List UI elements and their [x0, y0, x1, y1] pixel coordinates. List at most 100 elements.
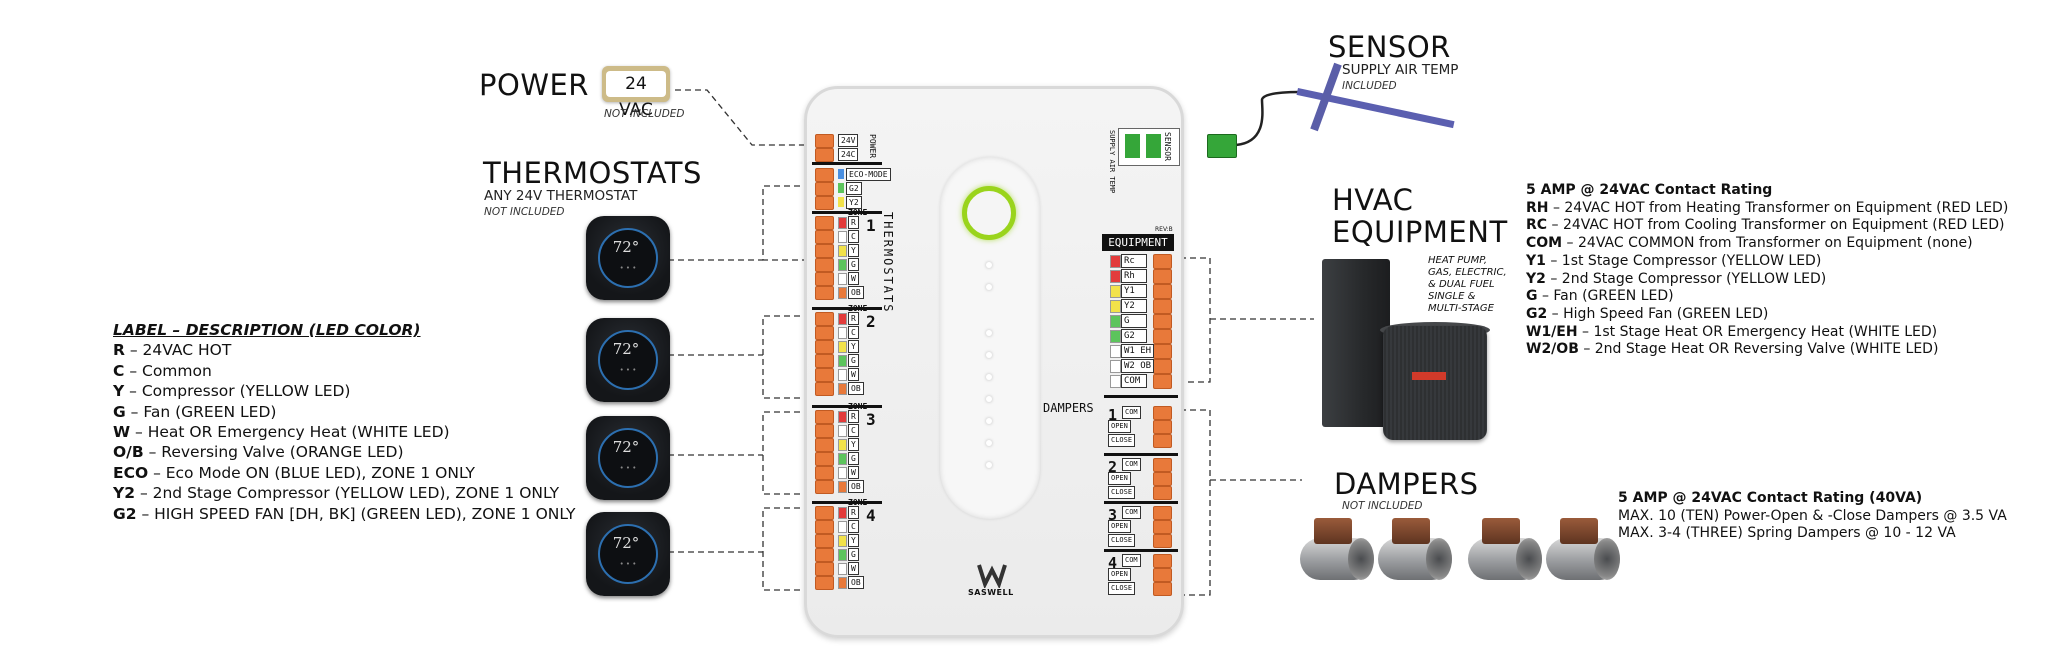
dampers-title: DAMPERS [1334, 467, 1479, 501]
equipment-terminal [1153, 314, 1172, 329]
equipment-terminal [1153, 269, 1172, 284]
damper-zone-number: 1 [1108, 406, 1118, 424]
legend-row-key: G2 [113, 504, 137, 523]
equipment-terminal-label: Y1 [1121, 284, 1147, 298]
zone-terminal-label: W [848, 272, 859, 285]
status-ring-led [962, 186, 1016, 240]
board-brand: SASWELL [968, 588, 1014, 597]
zone-terminal [815, 216, 834, 230]
damper-terminal [1153, 520, 1172, 534]
legend-row: Y2 – 2nd Stage Compressor (YELLOW LED), … [113, 483, 575, 503]
zone-terminal [815, 258, 834, 272]
sensor-board-label2: SENSOR [1163, 132, 1172, 161]
hvac-spec-row: W1/EH – 1st Stage Heat OR Emergency Heat… [1526, 324, 2008, 342]
hvac-spec-row-key: RC [1526, 217, 1548, 234]
hvac-spec-row-key: RH [1526, 199, 1549, 216]
equipment-terminal-label: Rc [1121, 254, 1147, 268]
damper-terminal-label: COM [1122, 458, 1141, 471]
hvac-title-line2: EQUIPMENT [1332, 215, 1508, 249]
zone-terminal [815, 286, 834, 300]
damper-terminal-label: CLOSE [1108, 486, 1136, 499]
zone-led [838, 327, 847, 339]
hvac-spec-row-text: – High Speed Fan (GREEN LED) [1547, 305, 1769, 322]
zone-led [838, 355, 847, 367]
damper-terminal-label: COM [1122, 554, 1141, 567]
equipment-rev-tag: REV:B [1155, 226, 1173, 233]
zone-terminal [815, 368, 834, 382]
status-led [986, 396, 992, 402]
damper-specs: 5 AMP @ 24VAC Contact Rating (40VA)MAX. … [1618, 490, 2007, 543]
hvac-spec-row-key: G [1526, 288, 1538, 305]
eco-led [838, 197, 844, 207]
hvac-title-line1: HVAC [1332, 183, 1414, 217]
zone-led [838, 549, 847, 561]
zone-terminal-label: C [848, 424, 859, 437]
legend-row: ECO – Eco Mode ON (BLUE LED), ZONE 1 ONL… [113, 463, 575, 483]
legend-row-key: W [113, 423, 131, 442]
hvac-spec-row-key: W1/EH [1526, 323, 1578, 340]
hvac-spec-row-text: – 24VAC HOT from Heating Transformer on … [1548, 199, 2009, 216]
thermostat-temp: 72° [612, 238, 640, 256]
zone-terminal [815, 452, 834, 466]
zone-terminal-label: R [848, 216, 859, 229]
damper-terminal-label: OPEN [1108, 420, 1131, 433]
hvac-title: HVAC EQUIPMENT [1332, 184, 1508, 248]
damper-image [1300, 518, 1374, 580]
hvac-spec-row-key: G2 [1526, 305, 1548, 322]
eco-terminal [815, 182, 834, 196]
legend-row-text: – Common [124, 361, 212, 380]
zone-terminal [815, 506, 834, 520]
hvac-desc-line: & DUAL FUEL [1428, 279, 1495, 290]
zone-led [838, 313, 847, 325]
zone-terminal [815, 562, 834, 576]
equipment-terminal [1153, 374, 1172, 389]
equipment-terminal [1153, 284, 1172, 299]
hvac-spec-row-key: Y2 [1526, 270, 1546, 287]
equipment-terminal-label: W1 EH [1121, 344, 1155, 358]
equipment-led [1110, 360, 1121, 373]
zone-terminal-label: C [848, 520, 859, 533]
power-terminal-label: 24V [838, 134, 859, 147]
hvac-desc-line: MULTI-STAGE [1428, 303, 1494, 314]
power-title: POWER [479, 68, 589, 102]
legend-row-text: – Fan (GREEN LED) [125, 402, 277, 421]
hvac-spec-row-text: – Fan (GREEN LED) [1537, 288, 1674, 305]
damper-image [1378, 518, 1452, 580]
zone-number: 1 [866, 216, 876, 235]
zone-led [838, 439, 847, 451]
dampers-board-label: DAMPERS [1043, 401, 1094, 415]
damper-terminal [1153, 554, 1172, 568]
hvac-spec-row: RC – 24VAC HOT from Cooling Transformer … [1526, 217, 2008, 235]
hvac-spec-row: COM – 24VAC COMMON from Transformer on E… [1526, 235, 2008, 253]
thermostat-zone-3: 72°• • • [586, 416, 670, 500]
damper-spec-row-key: 5 AMP @ 24VAC Contact Rating (40VA) [1618, 490, 1923, 506]
damper-terminal [1153, 568, 1172, 582]
hvac-spec-row-key: COM [1526, 235, 1563, 252]
equipment-terminal [1153, 299, 1172, 314]
sensor-probe [1296, 62, 1455, 132]
damper-image [1546, 518, 1620, 580]
damper-image [1468, 518, 1542, 580]
equipment-terminal [1153, 344, 1172, 359]
zone-led [838, 563, 847, 575]
damper-terminal-label: CLOSE [1108, 534, 1136, 547]
divider [1104, 395, 1178, 398]
legend-row: Y – Compressor (YELLOW LED) [113, 381, 575, 401]
legend-row-text: – Heat OR Emergency Heat (WHITE LED) [130, 423, 450, 442]
zone-terminal-label: C [848, 230, 859, 243]
damper-terminal-label: OPEN [1108, 472, 1131, 485]
zone-terminal [815, 354, 834, 368]
zone-terminal-label: W [848, 562, 859, 575]
zone-terminal-label: W [848, 368, 859, 381]
zone-led [838, 217, 847, 229]
status-led [986, 462, 992, 468]
damper-terminal [1153, 406, 1172, 420]
damper-zone-number: 4 [1108, 554, 1118, 572]
damper-zone-number: 2 [1108, 458, 1118, 476]
hvac-spec-row-text: – 2nd Stage Heat OR Reversing Valve (WHI… [1578, 341, 1939, 358]
zone-number: 4 [866, 506, 876, 525]
equipment-terminal-label: Y2 [1121, 299, 1147, 313]
zone-terminal-label: R [848, 506, 859, 519]
power-terminal [815, 148, 834, 162]
legend-row-text: – HIGH SPEED FAN [DH, BK] (GREEN LED), Z… [136, 504, 576, 523]
